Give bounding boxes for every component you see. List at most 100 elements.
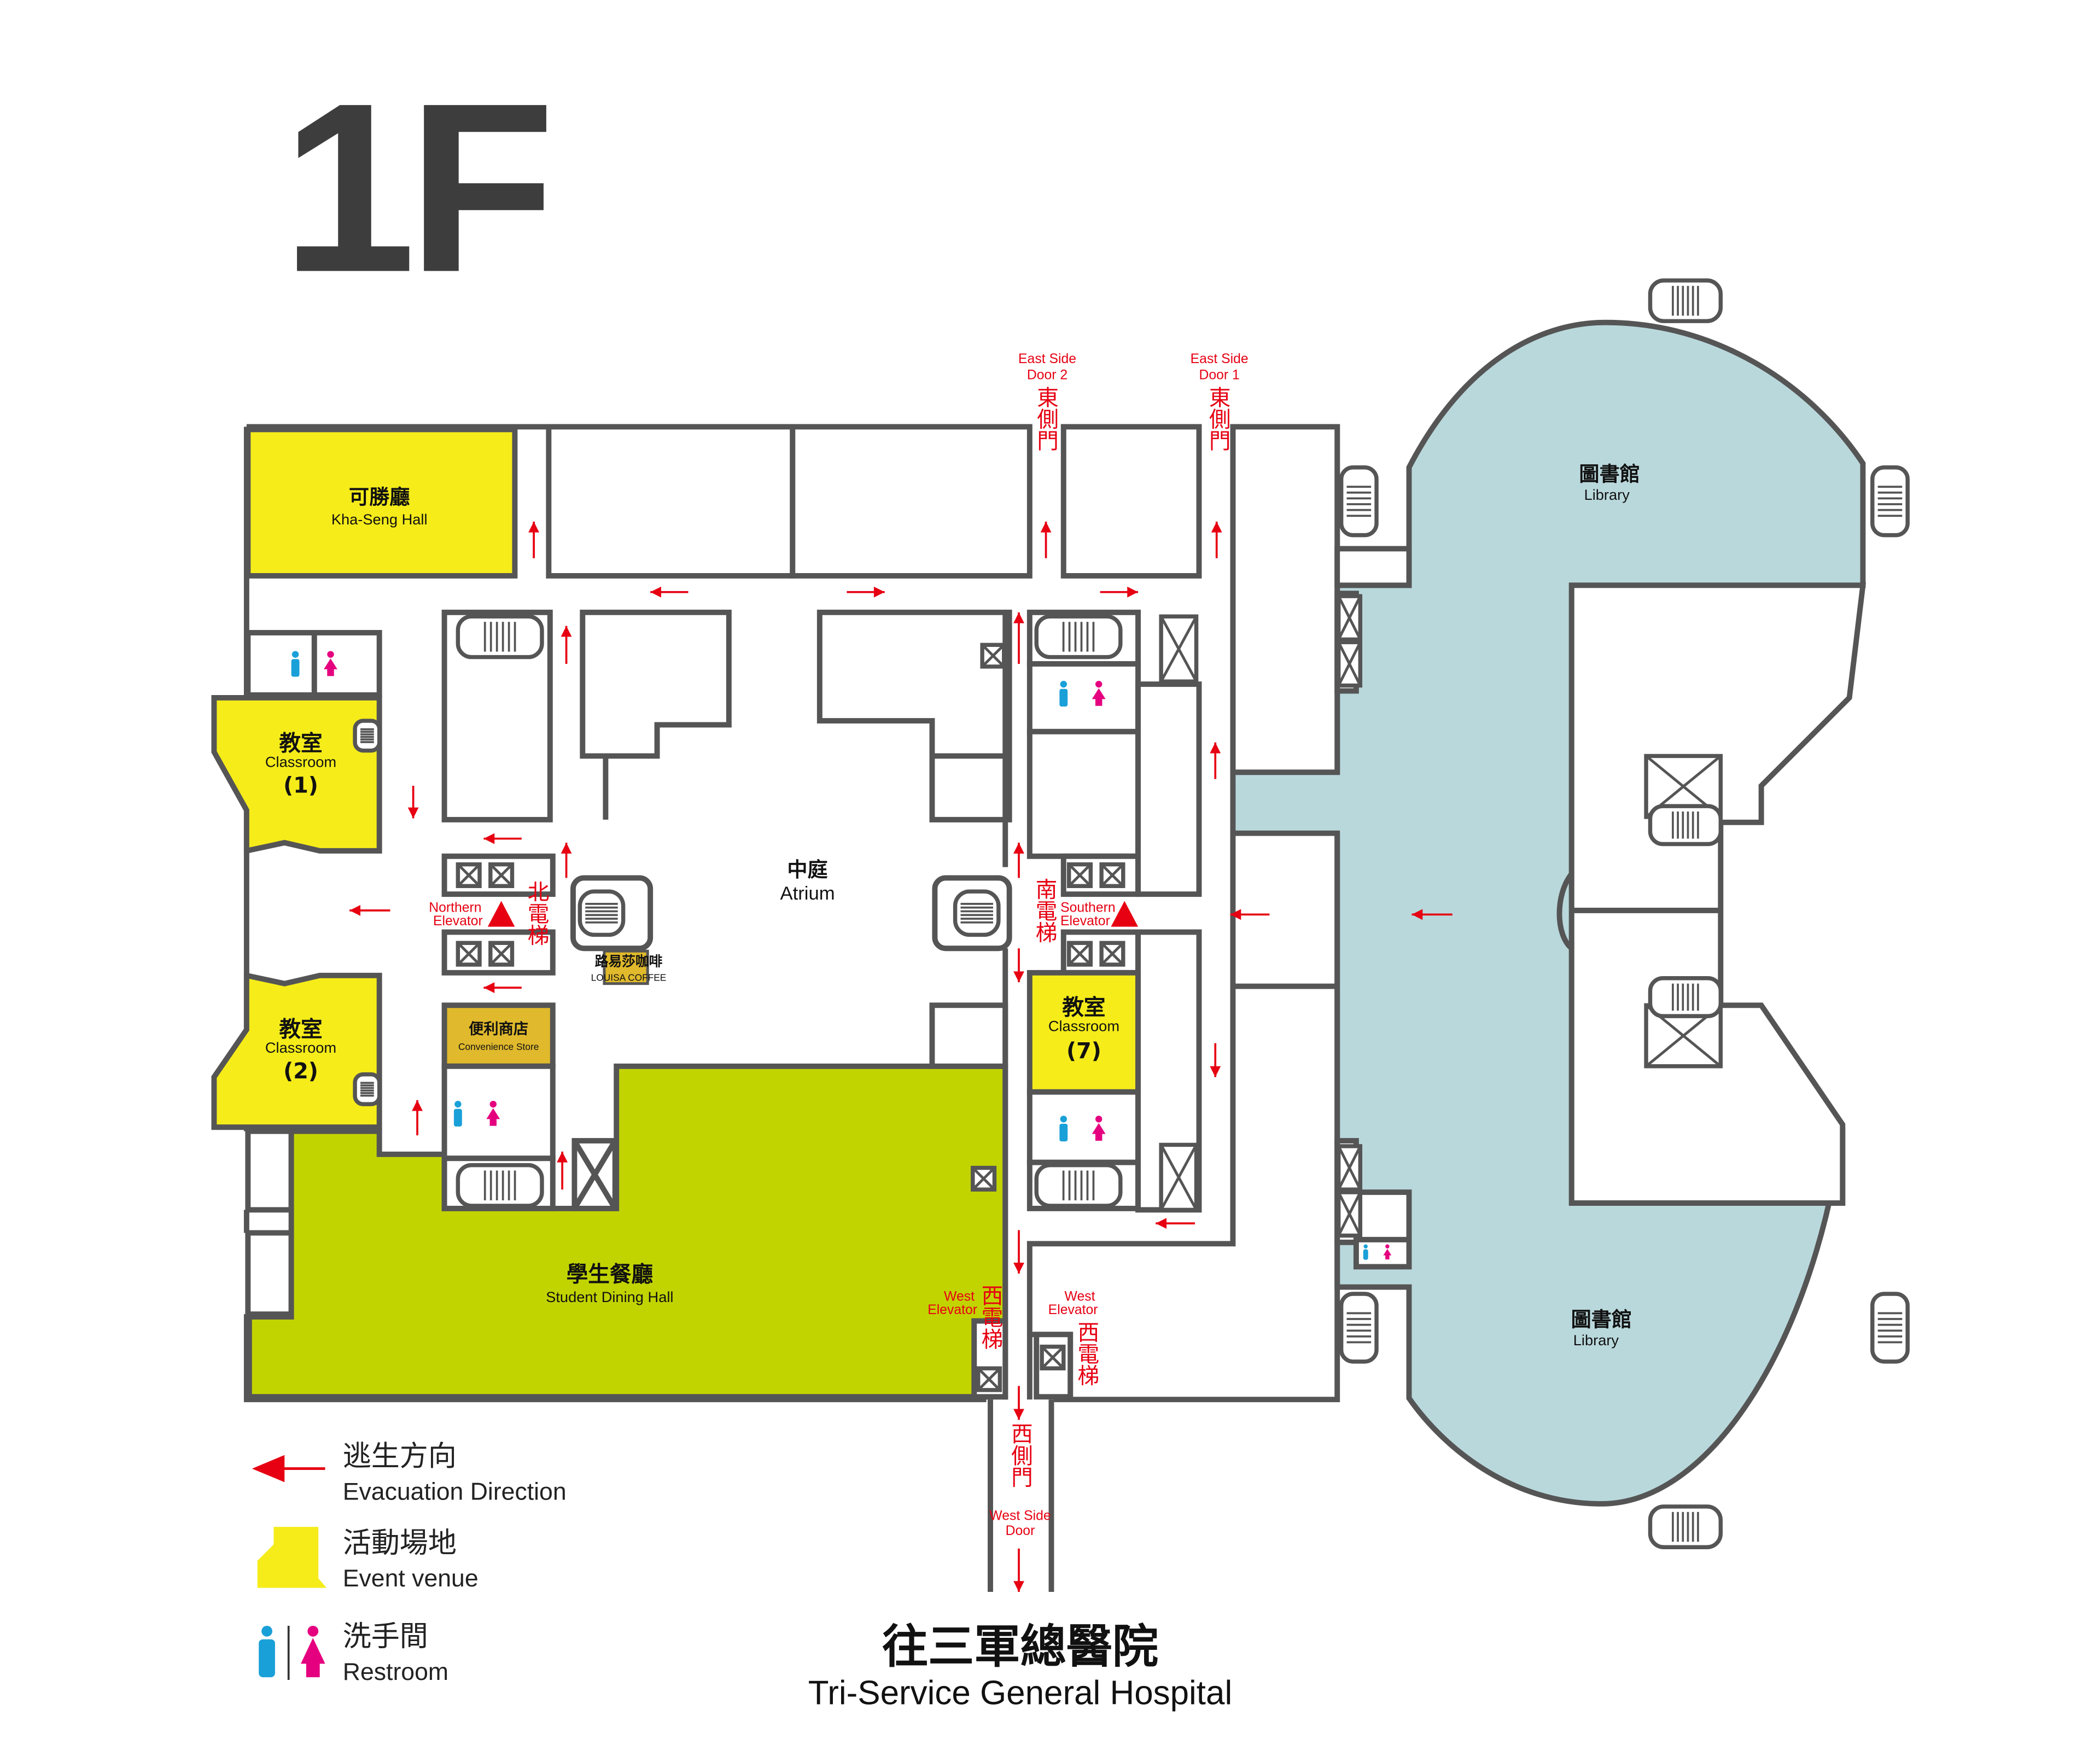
elevator-icon — [1040, 1344, 1066, 1370]
evacuation-arrow — [1013, 612, 1024, 664]
stairs-icon[interactable] — [1339, 465, 1379, 538]
west-elevator-b-label-en2: Elevator — [1048, 1303, 1098, 1317]
room — [245, 1230, 294, 1317]
room — [1135, 681, 1202, 897]
convenience-store[interactable] — [441, 1002, 556, 1069]
room — [245, 1128, 294, 1213]
classroom-1-label-cn: 教室 — [279, 731, 322, 756]
restroom-east-upper[interactable] — [1026, 661, 1141, 734]
elevator-icon — [456, 941, 482, 967]
room — [1230, 424, 1340, 775]
classroom-7-label-en: Classroom — [1048, 1017, 1119, 1034]
evacuation-arrow — [1013, 1230, 1024, 1274]
north-elevator-marker — [487, 901, 515, 927]
evacuation-arrow — [1156, 1218, 1195, 1229]
stairs-icon[interactable] — [353, 1072, 382, 1106]
stairs-icon[interactable] — [456, 1163, 544, 1208]
evacuation-arrow — [1013, 842, 1024, 878]
legend-evacuation-cn: 逃生方向 — [343, 1440, 457, 1473]
dining-hall-label-en: Student Dining Hall — [546, 1288, 673, 1305]
stairs-icon[interactable] — [456, 614, 544, 660]
room — [1334, 546, 1412, 588]
library-bottom-label-cn: 圖書館 — [1571, 1308, 1632, 1331]
evacuation-arrow — [561, 842, 572, 878]
stairs-icon[interactable] — [1648, 278, 1723, 323]
evacuation-arrow — [349, 904, 390, 916]
evacuation-arrow — [1013, 1548, 1024, 1592]
stairs-icon[interactable] — [1870, 1292, 1910, 1364]
evacuation-arrow — [847, 586, 885, 598]
classroom-1[interactable] — [211, 695, 382, 854]
evacuation-arrow — [1411, 909, 1452, 920]
dining-hall-label-cn: 學生餐廳 — [567, 1262, 654, 1287]
stairs-icon[interactable] — [578, 889, 626, 937]
library-bottom-label-en: Library — [1573, 1332, 1619, 1349]
evacuation-arrow — [483, 833, 522, 844]
evacuation-arrow — [1211, 521, 1222, 558]
student-dining-hall[interactable] — [246, 1063, 1008, 1400]
legend-event-venue-icon — [257, 1527, 327, 1588]
elevator-icon — [1159, 1142, 1199, 1212]
evacuation-arrow — [1210, 1043, 1221, 1077]
stairs-icon[interactable] — [953, 889, 1001, 937]
elevator-icon — [1159, 614, 1199, 684]
evacuation-arrow — [1013, 1386, 1024, 1420]
evacuation-arrow — [407, 785, 419, 819]
north-elevator-label-en2: Elevator — [433, 914, 483, 929]
library-inner-block — [1568, 582, 1866, 1206]
elevator-icon — [1099, 862, 1125, 888]
female-restroom-icon — [1092, 1116, 1106, 1141]
north-elevator-label-cn: 北電梯 — [524, 880, 549, 946]
legend-restroom-cn: 洗手間 — [343, 1620, 428, 1653]
louisa-coffee[interactable] — [603, 949, 649, 985]
evacuation-arrow — [1230, 909, 1270, 920]
elevator-icon — [976, 1366, 1002, 1392]
east-door-1-label-en2: Door 1 — [1199, 368, 1240, 383]
stairs-icon[interactable] — [1339, 1292, 1379, 1364]
stairs-icon[interactable] — [1870, 465, 1910, 538]
classroom-7[interactable] — [1026, 970, 1141, 1095]
legend-arrow-icon — [252, 1455, 285, 1483]
louisa-coffee-label-cn: 路易莎咖啡 — [595, 953, 663, 969]
female-restroom-icon — [1383, 1244, 1392, 1260]
room — [929, 1002, 1008, 1069]
female-restroom-icon — [324, 651, 337, 676]
restroom-east-lower[interactable] — [1026, 1089, 1141, 1165]
classroom-2-label-en: Classroom — [265, 1039, 336, 1056]
evacuation-arrow — [528, 521, 540, 558]
elevator-icon — [1336, 594, 1363, 642]
male-restroom-icon — [453, 1100, 462, 1127]
kha-seng-hall[interactable] — [245, 427, 518, 579]
elevator-icon — [488, 862, 515, 888]
female-restroom-icon — [486, 1100, 500, 1126]
south-elevator-marker — [1111, 901, 1139, 927]
evacuation-arrow — [1040, 521, 1052, 558]
west-elevator-a-label-en2: Elevator — [928, 1303, 977, 1317]
classroom-1-label-en: Classroom — [265, 753, 336, 770]
male-restroom-icon — [291, 651, 300, 677]
classroom-2[interactable] — [211, 972, 382, 1130]
stairs-icon[interactable] — [1034, 614, 1123, 660]
west-elevator-a-label-cn: 西電梯 — [978, 1285, 1003, 1350]
elevator-icon — [971, 1165, 997, 1192]
classroom-7-number: (7) — [1066, 1038, 1101, 1064]
legend-event-en: Event venue — [343, 1565, 479, 1592]
female-restroom-icon — [1092, 680, 1106, 706]
stairs-icon[interactable] — [1648, 1504, 1723, 1549]
classroom-2-number: (2) — [283, 1059, 318, 1084]
stairs-icon[interactable] — [1648, 976, 1723, 1018]
evacuation-arrow — [1100, 586, 1139, 598]
legend-restroom-en: Restroom — [343, 1659, 448, 1685]
stairs-icon[interactable] — [353, 719, 382, 753]
room — [1060, 424, 1202, 579]
west-elevator-a-label-en: West — [944, 1289, 975, 1304]
stairs-icon[interactable] — [1648, 804, 1723, 847]
room — [1026, 728, 1141, 859]
male-restroom-icon — [1059, 1116, 1068, 1142]
room — [546, 424, 796, 579]
evacuation-arrow — [650, 586, 689, 598]
stairs-icon[interactable] — [1034, 1163, 1123, 1208]
atrium-label-cn: 中庭 — [787, 858, 827, 882]
destination-label-cn: 往三軍總醫院 — [882, 1620, 1158, 1673]
classroom-1-number: (1) — [283, 773, 318, 798]
